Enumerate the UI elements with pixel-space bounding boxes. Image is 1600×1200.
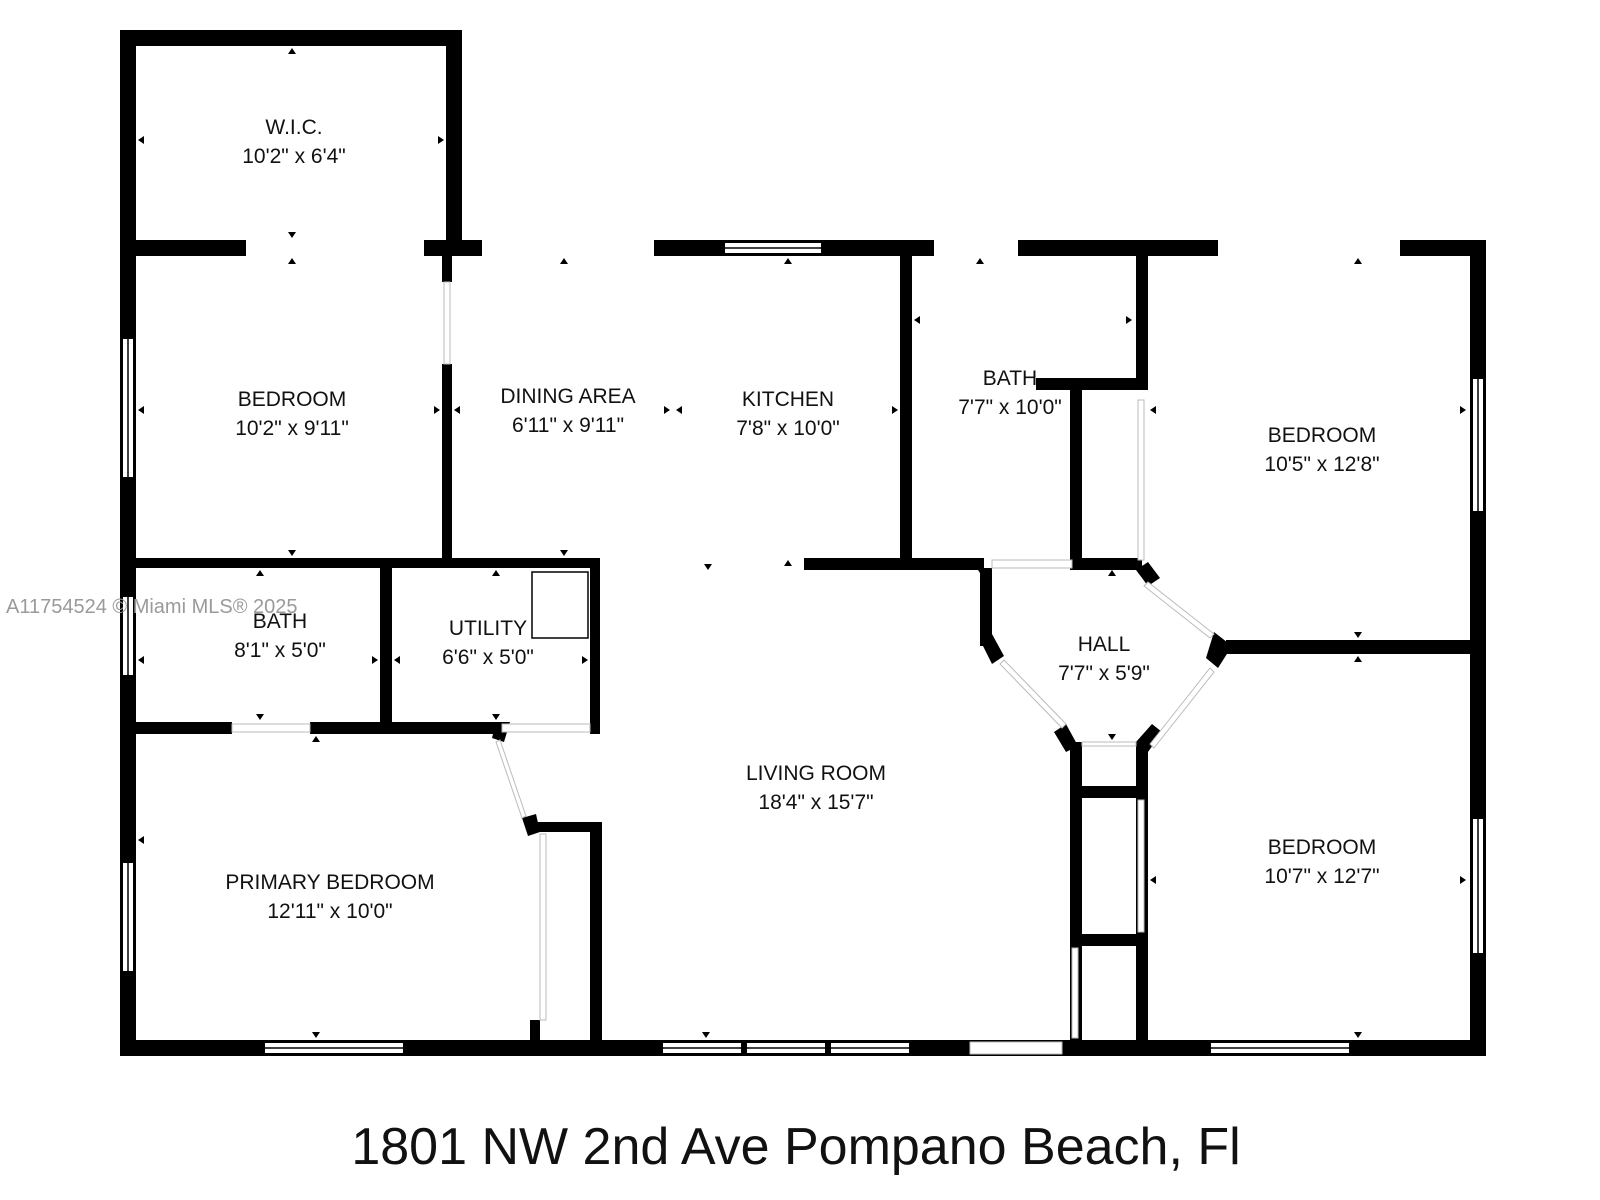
room-bedroom-1-dims: 10'2" x 9'11" — [235, 417, 349, 440]
room-living-name: LIVING ROOM — [746, 762, 886, 785]
room-dining-dims: 6'11" x 9'11" — [512, 414, 624, 437]
room-bedroom-1: BEDROOM 10'2" x 9'11" — [235, 388, 349, 440]
room-bedroom-3-name: BEDROOM — [1268, 836, 1377, 859]
room-utility-dims: 6'6" x 5'0" — [442, 646, 534, 669]
room-utility-name: UTILITY — [449, 617, 527, 640]
room-bath-1-name: BATH — [983, 367, 1037, 390]
room-living-room: LIVING ROOM 18'4" x 15'7" — [746, 762, 886, 814]
room-primary-bedroom: PRIMARY BEDROOM 12'11" x 10'0" — [225, 871, 434, 923]
room-living-dims: 18'4" x 15'7" — [758, 791, 873, 814]
room-bedroom-2-name: BEDROOM — [1268, 424, 1377, 447]
door-openings — [231, 281, 1215, 1055]
room-wic-dims: 10'2" x 6'4" — [242, 145, 346, 168]
utility-closet — [531, 571, 589, 639]
room-dining-name: DINING AREA — [500, 385, 635, 408]
address-caption: 1801 NW 2nd Ave Pompano Beach, Fl — [351, 1118, 1240, 1176]
room-hall-dims: 7'7" x 5'9" — [1058, 662, 1150, 685]
room-kitchen-name: KITCHEN — [742, 388, 834, 411]
room-wic-name: W.I.C. — [265, 116, 322, 139]
windows — [121, 241, 1485, 1055]
room-primary-name: PRIMARY BEDROOM — [225, 871, 434, 894]
room-bath-1-dims: 7'7" x 10'0" — [958, 396, 1062, 419]
room-utility: UTILITY 6'6" x 5'0" — [442, 617, 534, 669]
room-hall-name: HALL — [1078, 633, 1131, 656]
room-hall: HALL 7'7" x 5'9" — [1058, 633, 1150, 685]
room-bedroom-2: BEDROOM 10'5" x 12'8" — [1264, 424, 1379, 476]
room-bedroom-3-dims: 10'7" x 12'7" — [1264, 865, 1379, 888]
mls-watermark: A11754524 © Miami MLS® 2025 — [6, 596, 297, 618]
room-bath-2-dims: 8'1" x 5'0" — [234, 639, 326, 662]
room-bedroom-1-name: BEDROOM — [238, 388, 347, 411]
room-primary-dims: 12'11" x 10'0" — [267, 900, 392, 923]
room-dining-area: DINING AREA 6'11" x 9'11" — [500, 385, 635, 437]
room-wic: W.I.C. 10'2" x 6'4" — [242, 116, 346, 168]
room-bedroom-2-dims: 10'5" x 12'8" — [1264, 453, 1379, 476]
room-bath-1: BATH 7'7" x 10'0" — [958, 367, 1062, 419]
room-kitchen-dims: 7'8" x 10'0" — [736, 417, 840, 440]
room-bath-2-name: BATH — [253, 610, 307, 633]
room-kitchen: KITCHEN 7'8" x 10'0" — [736, 388, 840, 440]
dimension-markers — [138, 48, 1466, 1038]
room-bath-2: BATH 8'1" x 5'0" — [234, 610, 326, 662]
room-bedroom-3: BEDROOM 10'7" x 12'7" — [1264, 836, 1379, 888]
